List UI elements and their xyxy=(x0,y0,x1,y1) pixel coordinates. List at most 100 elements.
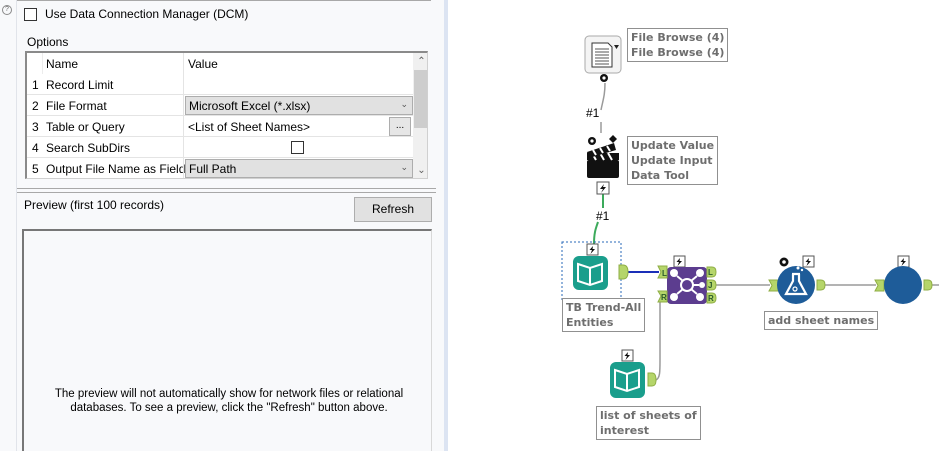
join-output-anchor[interactable]: J xyxy=(706,279,717,291)
panel-splitter[interactable] xyxy=(17,188,436,193)
lightning-icon xyxy=(586,243,599,256)
refresh-button[interactable]: Refresh xyxy=(354,197,432,222)
question-anchor-icon[interactable] xyxy=(600,74,608,82)
workflow-svg: L R L J R xyxy=(561,35,939,398)
output-file-name-cell: Full Path ⌄ xyxy=(183,158,413,178)
tb-trend-annotation[interactable]: TB Trend-All Entities xyxy=(562,298,646,332)
scrollbar-thumb[interactable] xyxy=(414,70,427,128)
output-file-name-dropdown[interactable]: Full Path ⌄ xyxy=(185,159,413,178)
file-format-cell: Microsoft Excel (*.xlsx) ⌄ xyxy=(183,95,413,116)
output-anchor[interactable] xyxy=(618,264,629,280)
right-input-anchor[interactable]: R xyxy=(657,290,668,303)
column-header-value-cell: Value xyxy=(183,53,413,74)
browse-ellipsis-button[interactable]: ... xyxy=(389,117,411,136)
preview-message: The preview will not automatically show … xyxy=(54,388,404,414)
search-subdirs-checkbox[interactable] xyxy=(291,141,304,154)
file-format-value: Microsoft Excel (*.xlsx) xyxy=(189,99,311,113)
left-input-anchor[interactable]: L xyxy=(657,265,668,279)
dcm-checkbox[interactable] xyxy=(24,7,37,21)
options-grid: Name Value 1 Record Limit 2 File Format … xyxy=(25,51,428,179)
search-subdirs-cell xyxy=(183,137,413,158)
table-or-query-field[interactable]: <List of Sheet Names> ... xyxy=(183,116,413,137)
row-name: Table or Query xyxy=(46,120,125,134)
connection-label: #1 xyxy=(586,106,600,120)
output-anchor[interactable] xyxy=(923,279,933,291)
input-anchor[interactable] xyxy=(874,279,885,292)
input-anchor[interactable] xyxy=(768,279,779,292)
row-number: 3 xyxy=(32,120,39,134)
question-anchor-icon[interactable] xyxy=(779,257,789,267)
row-name: Search SubDirs xyxy=(46,141,131,155)
row-name: Record Limit xyxy=(46,78,114,92)
grid-header-row: Name Value xyxy=(27,53,413,74)
grid-scrollbar[interactable]: ⌃ ⌄ xyxy=(413,53,427,178)
grid-row-file-format: 2 File Format Microsoft Excel (*.xlsx) ⌄ xyxy=(27,95,413,116)
row-number: 5 xyxy=(32,162,39,176)
anchor-label-r: R xyxy=(708,294,714,303)
file-browse-annotation[interactable]: File Browse (4) File Browse (4) xyxy=(627,28,729,62)
annotation-line: Update Input xyxy=(631,154,713,167)
lightning-icon xyxy=(596,181,610,195)
row-number: 1 xyxy=(32,78,39,92)
question-anchor-icon[interactable] xyxy=(588,137,596,145)
file-browse-tool[interactable] xyxy=(584,35,622,82)
clapperboard-icon xyxy=(587,143,619,178)
grid-row-output-file-name: 5 Output File Name as Field Full Path ⌄ xyxy=(27,158,413,178)
question-circle-icon[interactable]: ? xyxy=(2,5,12,15)
list-of-sheets-annotation[interactable]: list of sheets of interest xyxy=(596,406,701,440)
update-value-tool[interactable] xyxy=(587,135,619,195)
lightning-icon xyxy=(802,255,815,268)
annotation-line: TB Trend-All xyxy=(566,301,642,314)
grid-row-record-limit: 1 Record Limit xyxy=(27,74,413,95)
chevron-up-icon[interactable]: ⌃ xyxy=(417,56,426,67)
preview-heading: Preview (first 100 records) xyxy=(24,198,165,212)
circle-tool-icon xyxy=(884,266,922,304)
anchor-label-r: R xyxy=(661,293,667,302)
list-of-sheets-input-tool[interactable] xyxy=(610,349,657,398)
annotation-line: File Browse (4) xyxy=(631,31,725,44)
preview-area: The preview will not automatically show … xyxy=(22,229,432,451)
annotation-line: File Browse (4) xyxy=(631,46,725,59)
anchor-label-l: L xyxy=(662,269,667,278)
blue-circle-tool[interactable] xyxy=(874,255,933,304)
add-sheet-names-formula-tool[interactable] xyxy=(768,255,826,304)
options-heading: Options xyxy=(27,35,69,49)
grid-row-table-or-query: 3 Table or Query <List of Sheet Names> .… xyxy=(27,116,413,137)
left-output-anchor[interactable]: L xyxy=(706,266,717,278)
column-header-value: Value xyxy=(188,57,218,71)
dcm-option[interactable]: Use Data Connection Manager (DCM) xyxy=(24,7,248,21)
add-sheet-names-annotation[interactable]: add sheet names xyxy=(764,311,879,330)
chevron-down-icon: ⌄ xyxy=(400,99,408,109)
chevron-down-icon: ⌄ xyxy=(400,162,408,172)
row-number-header xyxy=(27,53,43,74)
workflow-canvas[interactable]: L R L J R xyxy=(448,0,939,451)
tb-trend-input-tool[interactable] xyxy=(561,241,629,301)
lightning-icon xyxy=(673,255,686,268)
configuration-panel: ? Use Data Connection Manager (DCM) Opti… xyxy=(0,0,444,451)
row-name: Output File Name as Field xyxy=(46,162,186,176)
divider xyxy=(17,0,431,1)
output-anchor[interactable] xyxy=(647,372,657,387)
diamond-anchor-icon[interactable] xyxy=(609,135,617,143)
annotation-line: Data Tool xyxy=(631,169,689,182)
output-file-name-value: Full Path xyxy=(189,162,237,176)
row-number: 4 xyxy=(32,141,39,155)
grid-row-search-subdirs: 4 Search SubDirs xyxy=(27,137,413,158)
right-output-anchor[interactable]: R xyxy=(706,292,717,304)
anchor-label-l: L xyxy=(708,268,713,277)
join-tool[interactable]: L R L J R xyxy=(657,255,717,304)
document-icon xyxy=(591,42,613,68)
output-anchor[interactable] xyxy=(816,279,826,291)
row-number: 2 xyxy=(32,99,39,113)
dropdown-triangle-icon xyxy=(614,45,619,49)
record-limit-input[interactable] xyxy=(183,74,413,95)
connection-list-to-join-right[interactable] xyxy=(655,295,664,381)
annotation-line: add sheet names xyxy=(768,314,875,327)
table-or-query-value: <List of Sheet Names> xyxy=(188,120,311,134)
panel-border[interactable] xyxy=(444,0,448,451)
update-value-annotation[interactable]: Update Value Update Input Data Tool xyxy=(627,136,719,185)
connection-label: #1 xyxy=(596,209,610,223)
file-format-dropdown[interactable]: Microsoft Excel (*.xlsx) ⌄ xyxy=(185,96,413,115)
connection-filebrowse-to-update[interactable] xyxy=(600,82,606,111)
chevron-down-icon[interactable]: ⌄ xyxy=(417,165,426,176)
